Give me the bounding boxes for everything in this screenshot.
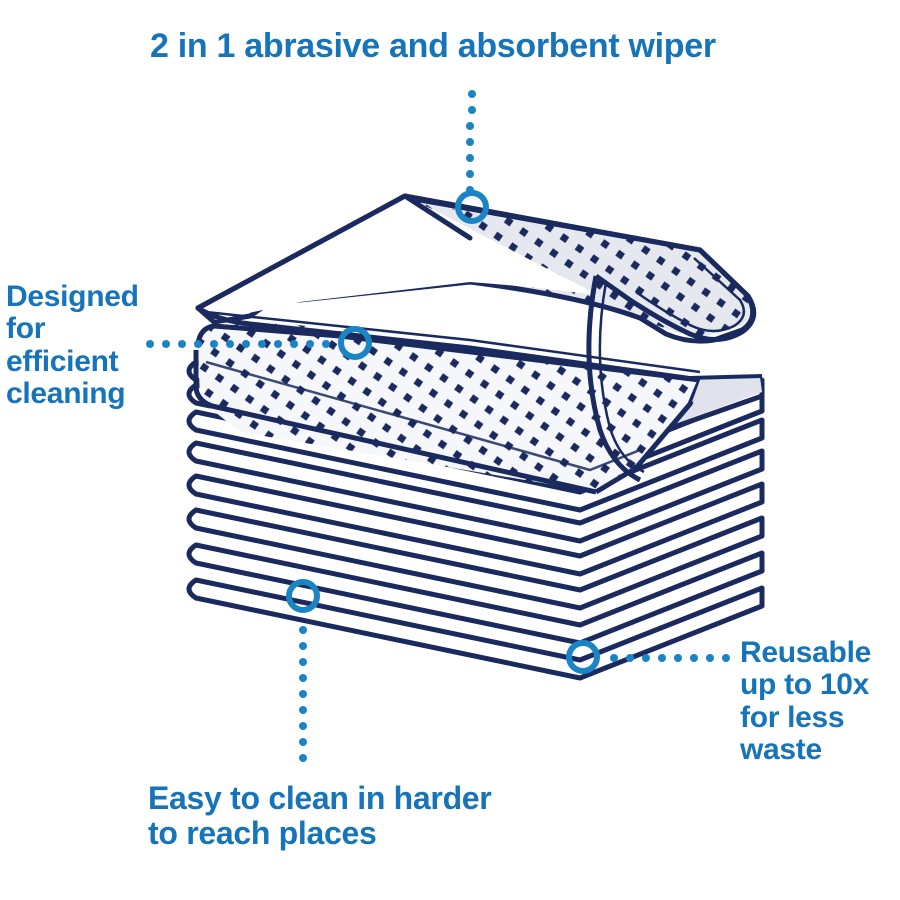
callout-marker-left[interactable] (338, 326, 372, 360)
callout-leader-right (610, 654, 730, 662)
cloth-layer (186, 440, 765, 544)
top-cloth-abrasive-face (193, 323, 703, 495)
callout-marker-top[interactable] (455, 190, 489, 224)
callout-label-left: Designed for efficient cleaning (6, 280, 139, 411)
callout-label-top: 2 in 1 abrasive and absorbent wiper (150, 27, 716, 65)
peeled-cloth-corner (195, 193, 757, 483)
cloth-layer (186, 577, 765, 681)
callout-leader-top (466, 90, 476, 194)
cloth-layer (186, 507, 765, 611)
callout-leader-bottom (299, 626, 307, 762)
cloth-layer (186, 473, 765, 577)
cloth-layer (186, 542, 765, 646)
callout-marker-bottom[interactable] (286, 579, 320, 613)
stack-top-shade (692, 378, 762, 402)
callout-leader-left (146, 340, 330, 348)
callout-marker-right[interactable] (566, 640, 600, 674)
callout-label-right: Reusable up to 10x for less waste (740, 636, 871, 767)
callout-label-bottom: Easy to clean in harder to reach places (148, 780, 492, 851)
